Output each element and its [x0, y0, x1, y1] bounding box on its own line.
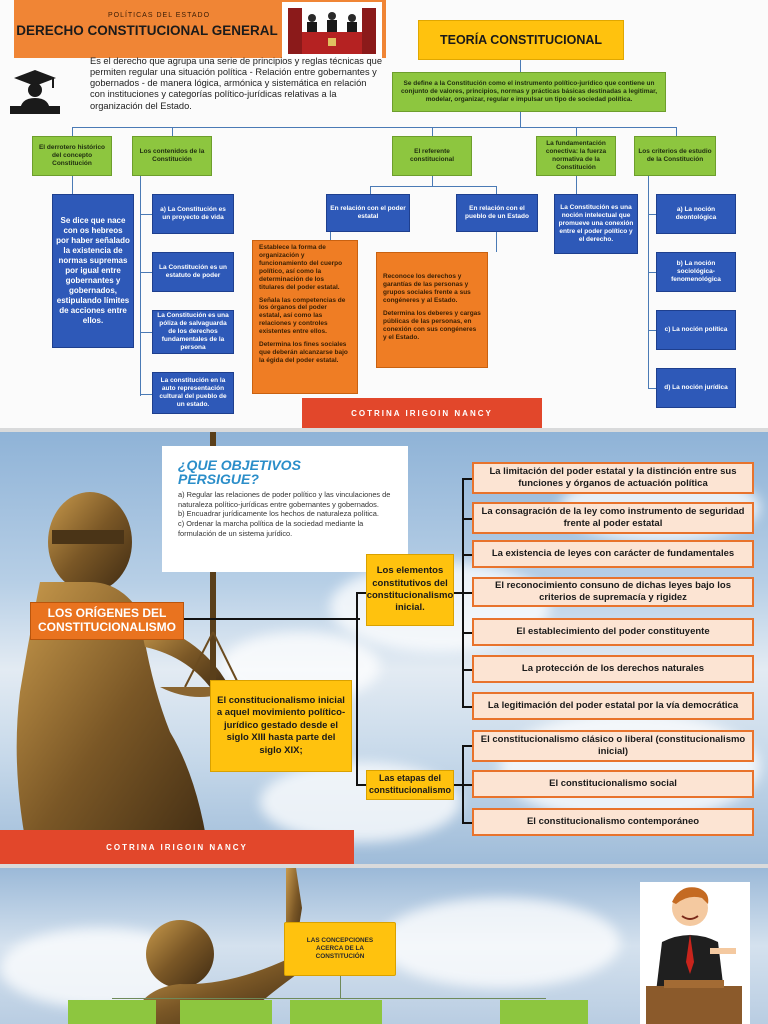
concepciones-title: LAS CONCEPCIONES ACERCA DE LA CONSTITUCI… [284, 922, 396, 976]
concepcion-box [180, 1000, 272, 1024]
contenido-item: La constitución en la auto representació… [152, 372, 234, 414]
orange-text: Determina los deberes y cargas públicas … [383, 310, 481, 341]
objetivo-item: b) Encuadrar jurídicamente los hechos de… [178, 509, 379, 519]
speaker-illustration [640, 882, 750, 1024]
origenes-title: LOS ORÍGENES DEL CONSTITUCIONALISMO [30, 602, 184, 640]
objetivos-card: ¿QUE OBJETIVOS PERSIGUE? a) Regular las … [162, 446, 408, 572]
elementos-label: Los elementos constitutivos del constitu… [366, 554, 454, 626]
relacion-poder-estatal: En relación con el poder estatal [326, 194, 410, 232]
contenido-item: La Constitución es una póliza de salvagu… [152, 310, 234, 354]
elemento-item: El reconocimiento consuno de dichas leye… [472, 577, 754, 607]
contenido-item: La Constitución es un estatuto de poder [152, 252, 234, 292]
panel-derecho-constitucional: POLÍTICAS DEL ESTADO DERECHO CONSTITUCIO… [0, 0, 768, 428]
orange-text: Reconoce los derechos y garantías de las… [383, 273, 471, 305]
header-banner: POLÍTICAS DEL ESTADO DERECHO CONSTITUCIO… [14, 0, 386, 58]
branch-criterios: Los criterios de estudio de la Constituc… [634, 136, 716, 176]
concepcion-box [500, 1000, 588, 1024]
concepcion-box [290, 1000, 382, 1024]
orange-text: Señala las competencias de los órganos d… [259, 296, 346, 336]
definition-box: Se define a la Constitución como el inst… [392, 72, 666, 112]
panel-concepciones: LAS CONCEPCIONES ACERCA DE LA CONSTITUCI… [0, 868, 768, 1024]
tribunal-icon [282, 2, 382, 58]
graduate-icon [10, 70, 60, 114]
branch-historico: El derrotero histórico del concepto Cons… [32, 136, 112, 176]
elemento-item: La existencia de leyes con carácter de f… [472, 540, 754, 568]
etapa-item: El constitucionalismo clásico o liberal … [472, 730, 754, 762]
objetivo-item: a) Regular las relaciones de poder polít… [178, 490, 391, 509]
criterio-item: d) La noción jurídica [656, 368, 736, 408]
branch-contenidos: Los contenidos de la Constitución [132, 136, 212, 176]
inicial-box: El constitucionalismo inicial a aquel mo… [210, 680, 352, 772]
lady-justice-statue [130, 868, 302, 1024]
contenido-item: a) La Constitución es un proyecto de vid… [152, 194, 234, 234]
elemento-item: La legitimación del poder estatal por la… [472, 692, 754, 720]
criterio-item: b) La noción sociológica-fenomenológica [656, 252, 736, 292]
elemento-item: La limitación del poder estatal y la dis… [472, 462, 754, 494]
elemento-item: La consagración de la ley como instrumen… [472, 502, 754, 534]
intro-text: Es el derecho que agrupa una serie de pr… [90, 56, 382, 111]
etapa-item: El constitucionalismo social [472, 770, 754, 798]
page-title: DERECHO CONSTITUCIONAL GENERAL [16, 23, 278, 38]
header-kicker: POLÍTICAS DEL ESTADO [107, 12, 211, 19]
author-banner: COTRINA IRIGOIN NANCY [302, 398, 542, 428]
objetivos-title: ¿QUE OBJETIVOS PERSIGUE? [178, 457, 301, 487]
author-banner: COTRINA IRIGOIN NANCY [0, 830, 354, 864]
elemento-item: El establecimiento del poder constituyen… [472, 618, 754, 646]
branch-referente: El referente constitucional [392, 136, 472, 176]
panel-origenes-constitucionalismo: ¿QUE OBJETIVOS PERSIGUE? a) Regular las … [0, 432, 768, 864]
criterio-item: a) La noción deontológica [656, 194, 736, 234]
etapa-item: El constitucionalismo contemporáneo [472, 808, 754, 836]
branch-fundamentacion: La fundamentación conectiva: la fuerza n… [536, 136, 616, 176]
orange-text: Determina los fines sociales que deberán… [259, 341, 348, 364]
fundamentacion-desc: La Constitución es una noción intelectua… [554, 194, 638, 254]
relacion-pueblo: En relación con el pueblo de un Estado [456, 194, 538, 232]
concepcion-box [68, 1000, 156, 1024]
elemento-item: La protección de los derechos naturales [472, 655, 754, 683]
hebreos-box: Se dice que nace con os hebreos por habe… [52, 194, 134, 348]
theory-title: TEORÍA CONSTITUCIONAL [418, 20, 624, 60]
orange-text: Establece la forma de organización y fun… [259, 244, 343, 291]
objetivo-item: c) Ordenar la marcha política de la soci… [178, 518, 364, 538]
pueblo-detail: Reconoce los derechos y garantías de las… [376, 252, 488, 368]
poder-estatal-detail: Establece la forma de organización y fun… [252, 240, 358, 394]
etapas-label: Las etapas del constitucionalismo [366, 770, 454, 800]
criterio-item: c) La noción política [656, 310, 736, 350]
